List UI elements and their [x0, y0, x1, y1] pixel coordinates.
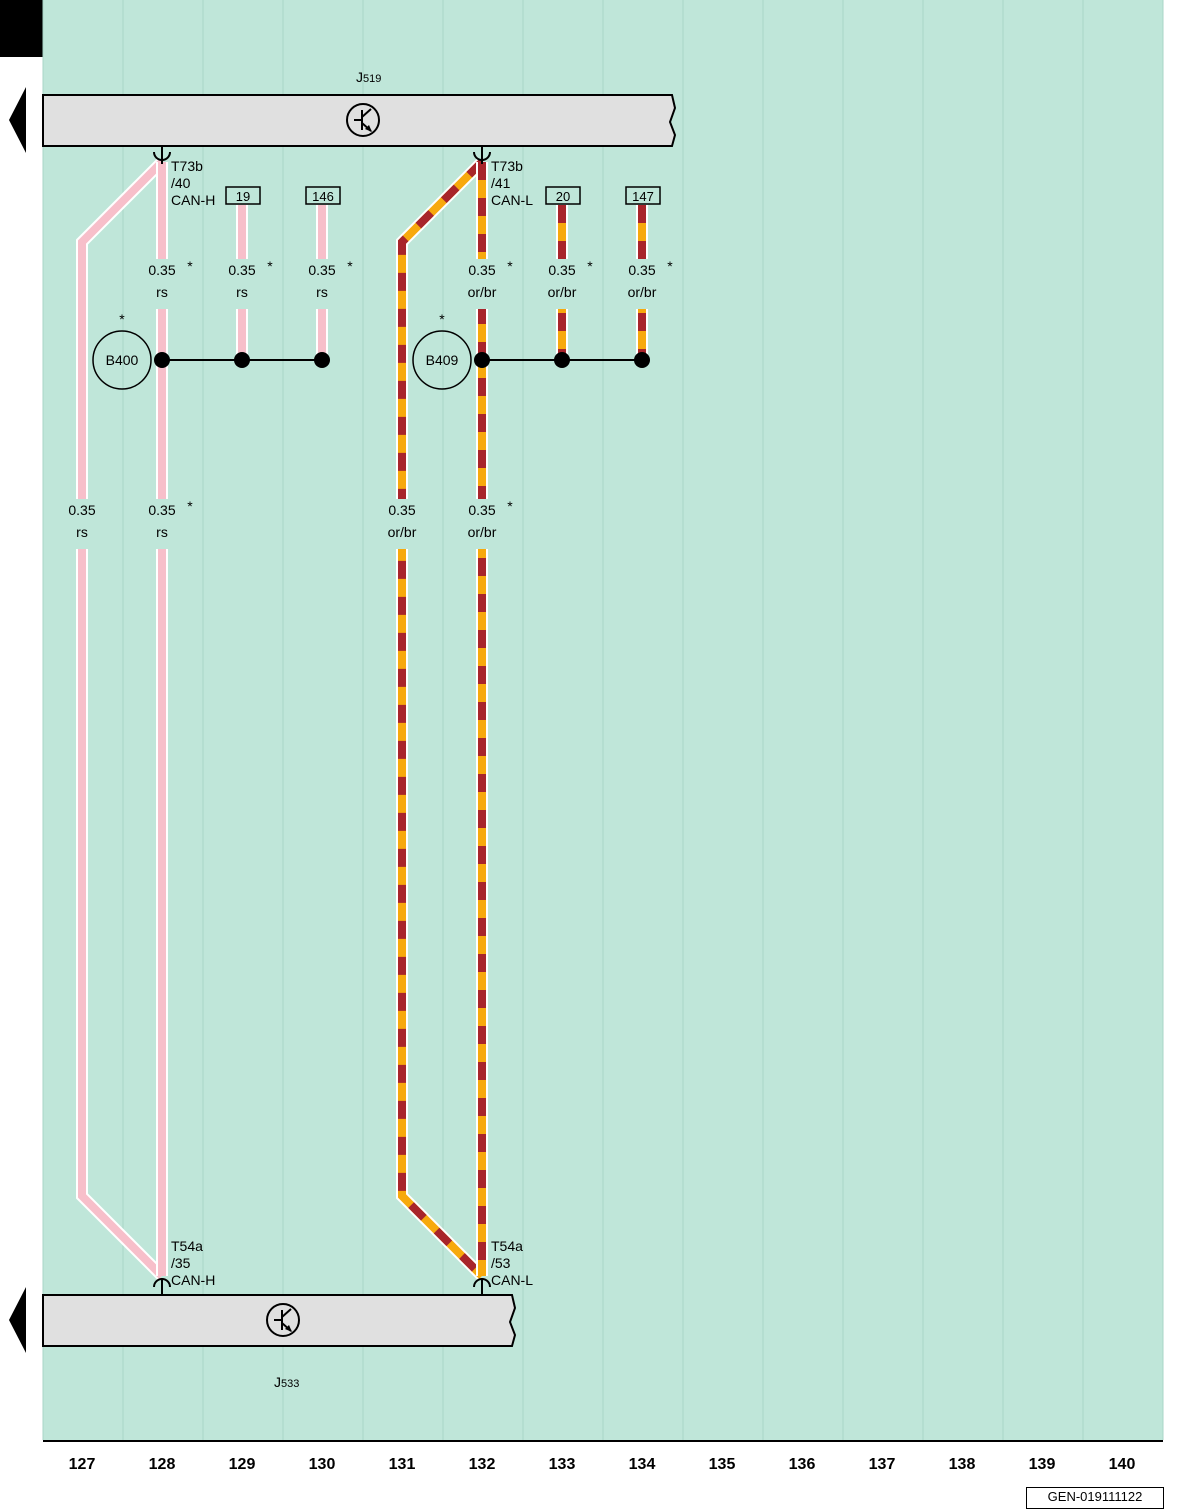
ref-146: 146: [312, 189, 334, 204]
ref-147: 147: [632, 189, 654, 204]
connector-bottom-h: T54a /35 CAN-H: [171, 1238, 215, 1288]
svg-text:/40: /40: [171, 175, 191, 191]
column-number: 134: [629, 1456, 656, 1473]
svg-text:*: *: [187, 258, 193, 274]
wire-can-h-outer: [76, 157, 167, 1281]
wire-label: 0.35 rs *: [142, 498, 193, 549]
note-mark: *: [439, 311, 445, 327]
svg-text:*: *: [507, 498, 513, 514]
svg-text:/41: /41: [491, 175, 511, 191]
svg-text:*: *: [187, 498, 193, 514]
column-number: 135: [709, 1456, 736, 1473]
svg-text:CAN-H: CAN-H: [171, 192, 215, 208]
wire-label: 0.35 or/br *: [462, 258, 513, 309]
junction-b400: [92, 330, 152, 390]
wire-label: 0.35 or/br *: [462, 498, 513, 549]
column-number: 132: [469, 1456, 496, 1473]
svg-text:T54a: T54a: [491, 1238, 523, 1254]
svg-text:or/br: or/br: [628, 284, 657, 300]
column-number: 133: [549, 1456, 576, 1473]
connector-top-l: T73b /41 CAN-L: [491, 158, 533, 208]
svg-text:*: *: [267, 258, 273, 274]
note-mark: *: [119, 311, 125, 327]
svg-text:or/br: or/br: [548, 284, 577, 300]
column-number: 139: [1029, 1456, 1056, 1473]
svg-text:or/br: or/br: [468, 524, 497, 540]
connector-pin-icons: [153, 147, 491, 1294]
svg-text:rs: rs: [76, 524, 88, 540]
ref-19: 19: [236, 189, 250, 204]
svg-text:*: *: [507, 258, 513, 274]
svg-text:*: *: [587, 258, 593, 274]
svg-text:rs: rs: [316, 284, 328, 300]
svg-text:T73b: T73b: [171, 158, 203, 174]
svg-text:rs: rs: [236, 284, 248, 300]
splice-dots: [154, 352, 650, 368]
column-number: 130: [309, 1456, 336, 1473]
svg-text:*: *: [667, 258, 673, 274]
wire-label: 0.35 rs *: [302, 258, 353, 309]
column-number: 136: [789, 1456, 816, 1473]
document-id: GEN-019111122: [1026, 1487, 1164, 1509]
svg-text:0.35: 0.35: [148, 502, 175, 518]
module-j519-label: J519: [356, 69, 381, 85]
wire-label: 0.35 rs: [62, 499, 102, 549]
junction-b409: [412, 330, 472, 390]
wire-can-l-outer: [396, 157, 487, 1281]
wire-label: 0.35 or/br *: [622, 258, 673, 309]
wire-label: 0.35 rs *: [222, 258, 273, 309]
svg-text:0.35: 0.35: [228, 262, 255, 278]
column-number: 140: [1109, 1456, 1136, 1473]
column-number: 131: [389, 1456, 416, 1473]
reference-boxes: 19 146 20 147: [225, 186, 661, 205]
junction-b409-label: B409: [426, 352, 459, 368]
svg-text:0.35: 0.35: [68, 502, 95, 518]
connector-bottom-l: T54a /53 CAN-L: [491, 1238, 533, 1288]
svg-text:rs: rs: [156, 284, 168, 300]
svg-text:or/br: or/br: [388, 524, 417, 540]
svg-text:rs: rs: [156, 524, 168, 540]
svg-text:0.35: 0.35: [468, 262, 495, 278]
left-arrow-bottom: [9, 1287, 26, 1353]
wire-label: 0.35 or/br: [382, 499, 422, 549]
column-number: 138: [949, 1456, 976, 1473]
ref-20: 20: [556, 189, 570, 204]
svg-text:CAN-L: CAN-L: [491, 1272, 533, 1288]
svg-text:0.35: 0.35: [308, 262, 335, 278]
junction-b400-label: B400: [106, 352, 139, 368]
svg-text:T73b: T73b: [491, 158, 523, 174]
wire-label: 0.35 rs *: [142, 258, 193, 309]
svg-text:or/br: or/br: [468, 284, 497, 300]
svg-text:/53: /53: [491, 1255, 511, 1271]
column-number: 127: [69, 1456, 96, 1473]
svg-text:0.35: 0.35: [628, 262, 655, 278]
wire-label: 0.35 or/br *: [542, 258, 593, 309]
svg-text:0.35: 0.35: [148, 262, 175, 278]
connector-top-h: T73b /40 CAN-H: [171, 158, 215, 208]
wire-labels: 0.35 rs * 0.35 rs * 0.35 rs * 0.35 or/br * 0.35 or/br…: [62, 258, 673, 549]
column-number: 129: [229, 1456, 256, 1473]
left-arrow-top: [9, 87, 26, 153]
svg-text:0.35: 0.35: [468, 502, 495, 518]
svg-text:*: *: [347, 258, 353, 274]
svg-text:CAN-H: CAN-H: [171, 1272, 215, 1288]
module-j533-label: J533: [274, 1374, 299, 1390]
svg-text:/35: /35: [171, 1255, 191, 1271]
column-gridlines: [42, 0, 1164, 1440]
svg-text:0.35: 0.35: [388, 502, 415, 518]
svg-text:0.35: 0.35: [548, 262, 575, 278]
svg-text:T54a: T54a: [171, 1238, 203, 1254]
svg-text:CAN-L: CAN-L: [491, 192, 533, 208]
column-number: 128: [149, 1456, 176, 1473]
column-number: 137: [869, 1456, 896, 1473]
column-numbers: 127 128 129 130 131 132 133 134 135 136 137 138 139 1…: [69, 1456, 1136, 1473]
